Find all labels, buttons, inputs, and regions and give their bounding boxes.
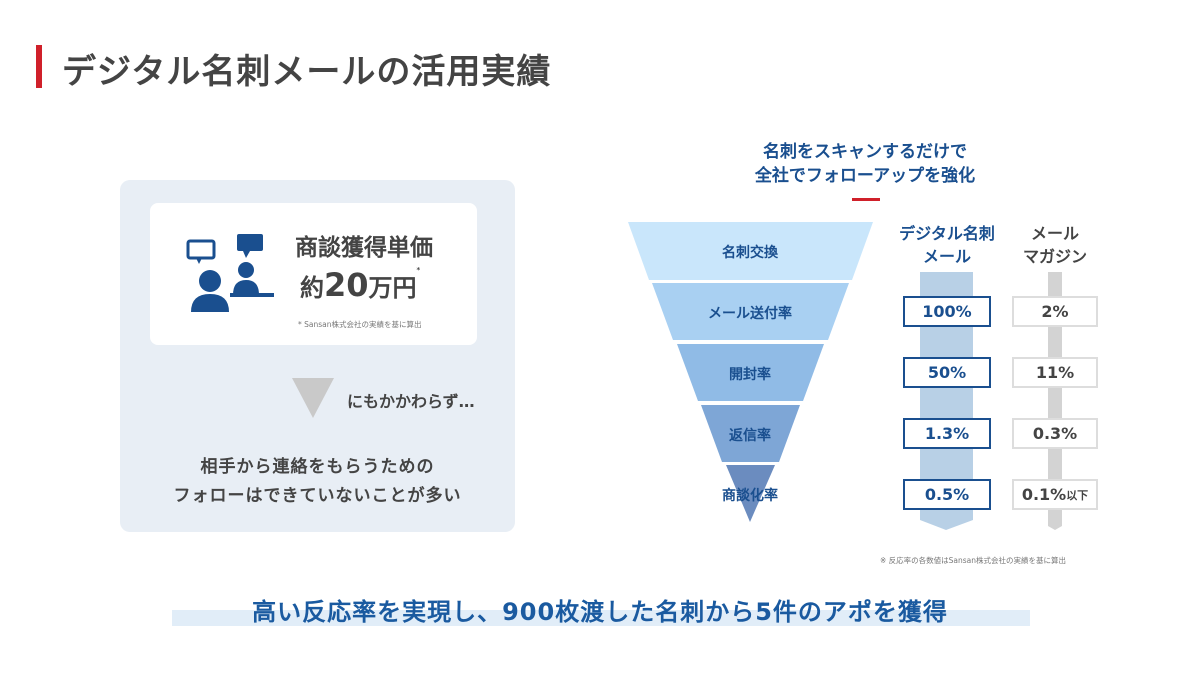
magazine-value: 2% [1012,296,1098,327]
result-banner: 高い反応率を実現し、900枚渡した名刺から5件のアポを獲得 [252,598,948,626]
funnel-stage-1 [628,222,873,280]
magazine-value: 0.3% [1012,418,1098,449]
funnel-stage-5 [726,465,775,522]
down-triangle-icon [292,378,334,418]
funnel-label: 開封率 [729,366,771,383]
banner-highlight [172,610,1030,626]
title-accent-bar [36,45,42,88]
kpi-footnote: * Sansan株式会社の実績を基に算出 [298,320,422,329]
page-title: デジタル名刺メールの活用実績 [62,52,552,92]
kpi-value: 約20万円* [300,266,420,304]
heading-accent-dash [852,198,880,201]
problem-line-1: 相手から連絡をもらうための [200,457,435,477]
however-text: にもかかわらず… [347,392,475,411]
funnel-label: 返信率 [729,427,771,444]
funnel-label: メール送付率 [708,305,792,322]
digital-value: 50% [903,357,991,388]
funnel-stage-2 [652,283,849,340]
kpi-mark: * [416,266,421,274]
funnel-label: 商談化率 [722,487,778,504]
header-line: デジタル名刺 [899,224,995,243]
rate-footnote: ※ 反応率の各数値はSansan株式会社の実績を基に算出 [880,556,1067,565]
kpi-label: 商談獲得単価 [295,235,433,261]
header-line: メール [1030,224,1079,243]
funnel-stage-3 [677,344,824,401]
right-heading-line-1: 名刺をスキャンするだけで [763,142,967,162]
kpi-prefix: 約 [300,274,324,302]
magazine-value: 11% [1012,357,1098,388]
value-suffix: 以下 [1066,488,1089,502]
digital-value: 1.3% [903,418,991,449]
header-line: メール [922,247,971,266]
header-line: マガジン [1022,247,1087,266]
digital-value: 0.5% [903,479,991,510]
magazine-column-bar [1048,272,1062,530]
magazine-column-header: メールマガジン [995,222,1115,268]
problem-line-2: フォローはできていないことが多い [173,486,462,506]
digital-column-header: デジタル名刺メール [887,222,1007,268]
kpi-unit: 万円 [368,274,417,302]
value-text: 0.1% [1021,485,1067,504]
meeting-people-icon [186,234,274,312]
kpi-number: 20 [324,266,369,304]
funnel-stage-4 [701,405,800,462]
digital-column-arrow [920,272,973,530]
right-heading-line-2: 全社でフォローアップを強化 [754,166,976,186]
magazine-value: 0.1%以下 [1012,479,1098,510]
digital-value: 100% [903,296,991,327]
funnel-label: 名刺交換 [722,244,779,261]
